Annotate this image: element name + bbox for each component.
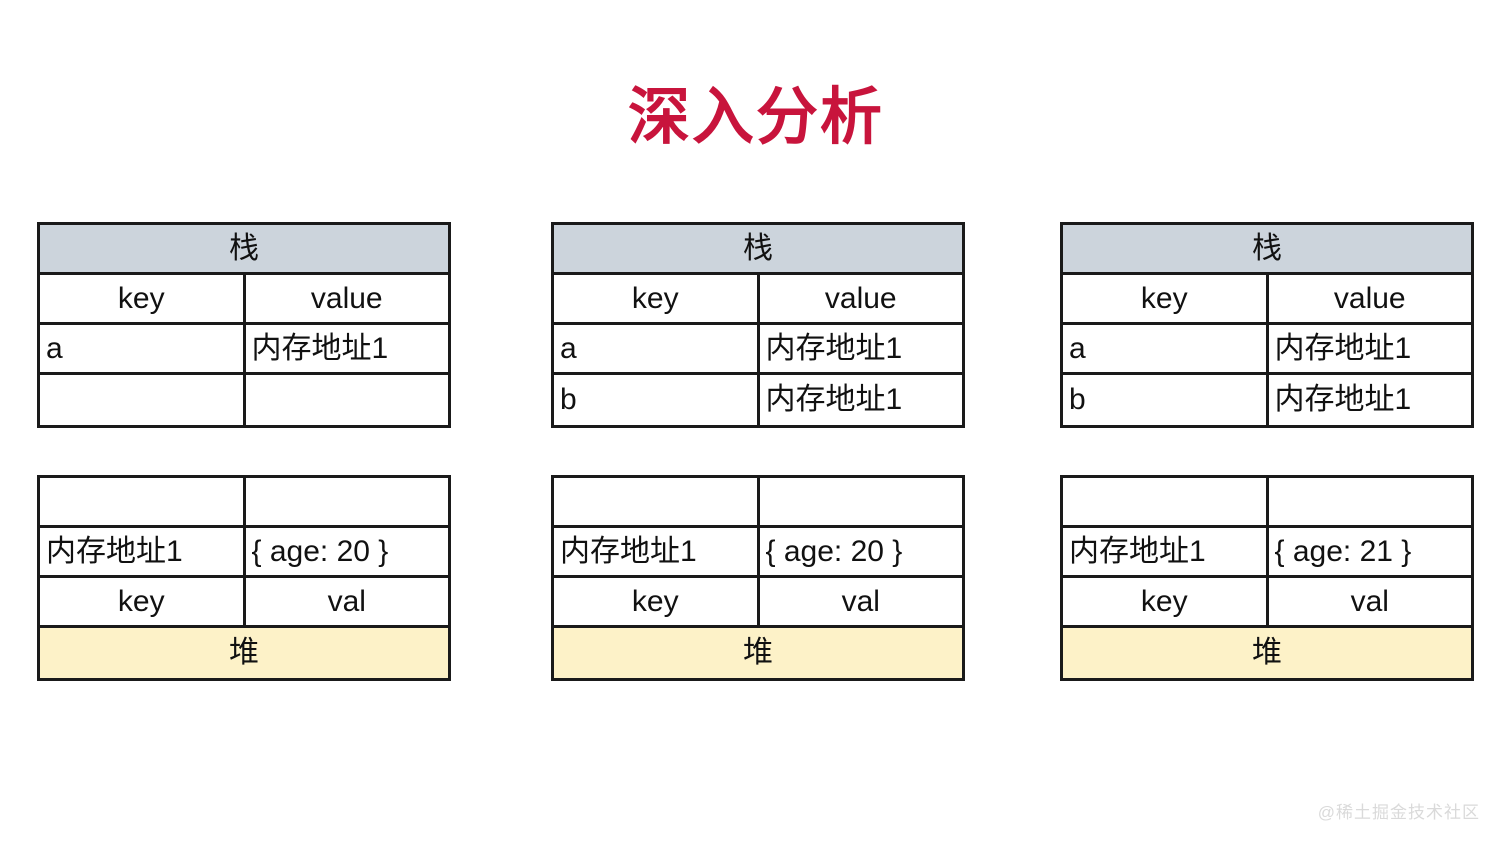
stack-cell-key (40, 375, 246, 425)
stack-banner-label: 栈 (1063, 225, 1471, 272)
stack-table-2: 栈 key value a 内存地址1 b 内存地址1 (551, 222, 965, 428)
stack-cell-value: 内存地址1 (251, 331, 389, 365)
heap-cell-key (554, 478, 760, 525)
stack-cell-key: a (1063, 325, 1269, 372)
watermark: @稀土掘金技术社区 (1317, 803, 1480, 822)
stack-header-row: key value (1063, 275, 1471, 325)
stack-cell-key: b (1063, 375, 1269, 425)
heap-col-header-val: val (841, 584, 880, 618)
table-row: a 内存地址1 (554, 325, 962, 375)
table-row: a 内存地址1 (40, 325, 448, 375)
stack-banner-row: 栈 (554, 225, 962, 275)
table-row: a 内存地址1 (1063, 325, 1471, 375)
stack-col-header-key: key (554, 275, 760, 322)
heap-col-header-key: key (554, 578, 760, 625)
heap-col-header-val: val (1350, 584, 1389, 618)
stack-col-header-value: value (1333, 281, 1406, 315)
heap-cell-val: { age: 20 } (765, 534, 903, 568)
heap-banner-label: 堆 (40, 628, 448, 678)
table-row: b 内存地址1 (1063, 375, 1471, 425)
table-row (1063, 478, 1471, 528)
stack-banner-row: 栈 (40, 225, 448, 275)
stack-cell-value (246, 375, 449, 425)
heap-col-header-val: val (327, 584, 366, 618)
heap-table-3: 内存地址1 { age: 21 } key val 堆 (1060, 475, 1474, 681)
heap-table-2: 内存地址1 { age: 20 } key val 堆 (551, 475, 965, 681)
table-row: 内存地址1 { age: 20 } (554, 528, 962, 578)
heap-cell-key: 内存地址1 (1063, 528, 1269, 575)
stack-header-row: key value (40, 275, 448, 325)
table-row (40, 375, 448, 425)
table-row: 内存地址1 { age: 20 } (40, 528, 448, 578)
stack-cell-value: 内存地址1 (1274, 331, 1412, 365)
heap-header-row: key val (1063, 578, 1471, 628)
stack-table-3: 栈 key value a 内存地址1 b 内存地址1 (1060, 222, 1474, 428)
heap-col-header-key: key (40, 578, 246, 625)
heap-banner-row: 堆 (1063, 628, 1471, 678)
stack-cell-value: 内存地址1 (765, 383, 903, 416)
table-row: 内存地址1 { age: 21 } (1063, 528, 1471, 578)
stack-cell-value: 内存地址1 (765, 331, 903, 365)
heap-banner-label: 堆 (1063, 628, 1471, 678)
heap-cell-key (40, 478, 246, 525)
heap-header-row: key val (554, 578, 962, 628)
stack-col-header-key: key (1063, 275, 1269, 322)
stack-banner-label: 栈 (554, 225, 962, 272)
heap-banner-row: 堆 (40, 628, 448, 678)
heap-cell-key: 内存地址1 (554, 528, 760, 575)
table-row: b 内存地址1 (554, 375, 962, 425)
stack-cell-key: a (554, 325, 760, 372)
page-title: 深入分析 (627, 83, 884, 152)
heap-cell-val (246, 478, 449, 525)
stack-col-header-value: value (310, 281, 383, 315)
heap-banner-label: 堆 (554, 628, 962, 678)
table-row (554, 478, 962, 528)
stack-cell-key: a (40, 325, 246, 372)
stack-banner-row: 栈 (1063, 225, 1471, 275)
stack-cell-key: b (554, 375, 760, 425)
heap-cell-val: { age: 21 } (1274, 534, 1412, 568)
heap-cell-val (1269, 478, 1472, 525)
table-row (40, 478, 448, 528)
stack-cell-value: 内存地址1 (1274, 383, 1412, 416)
stack-banner-label: 栈 (40, 225, 448, 272)
heap-table-1: 内存地址1 { age: 20 } key val 堆 (37, 475, 451, 681)
stack-table-1: 栈 key value a 内存地址1 (37, 222, 451, 428)
heap-cell-val: { age: 20 } (251, 534, 389, 568)
heap-header-row: key val (40, 578, 448, 628)
heap-cell-val (760, 478, 963, 525)
heap-cell-key (1063, 478, 1269, 525)
stack-header-row: key value (554, 275, 962, 325)
heap-banner-row: 堆 (554, 628, 962, 678)
heap-cell-key: 内存地址1 (40, 528, 246, 575)
stack-col-header-key: key (40, 275, 246, 322)
stack-col-header-value: value (824, 281, 897, 315)
heap-col-header-key: key (1063, 578, 1269, 625)
